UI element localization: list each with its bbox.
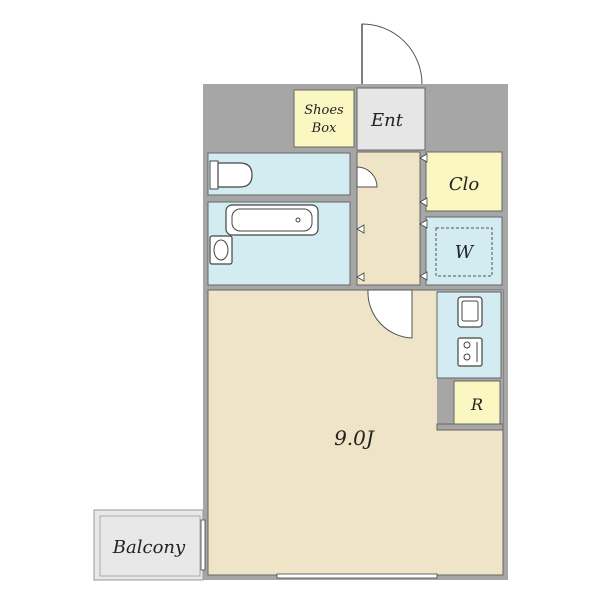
entrance: [356, 87, 426, 151]
sliding-door-marker: [356, 272, 365, 282]
sink-basin: [461, 300, 479, 322]
bathtub-icon: [225, 204, 319, 236]
sliding-door-marker: [419, 197, 428, 207]
entrance-door-swing: [361, 23, 423, 85]
refrigerator-label: R: [470, 395, 483, 414]
sliding-door-marker: [419, 271, 428, 281]
drain-icon: [295, 217, 301, 223]
toilet-door-swing: [356, 166, 378, 188]
shoes-box-label: Shoes: [304, 103, 344, 118]
balcony-label: Balcony: [112, 537, 186, 558]
living-area-label: 9.0J: [334, 426, 375, 450]
burner-icon: [463, 353, 471, 361]
closet: [425, 151, 503, 212]
closet-label: Clo: [449, 174, 480, 195]
refrigerator-space: [453, 380, 501, 425]
window: [276, 573, 438, 579]
entrance-label: Ent: [370, 110, 404, 131]
window: [200, 519, 206, 571]
toilet-tank-icon: [209, 160, 219, 190]
living-door-swing: [367, 289, 413, 339]
hallway: [356, 151, 421, 286]
sliding-door-marker: [419, 153, 428, 163]
washbasin-bowl: [213, 239, 229, 261]
washer-label: W: [455, 242, 475, 263]
shoes-box-label: Box: [311, 121, 337, 136]
shoes-box: [293, 89, 355, 148]
balcony-inner: [99, 515, 201, 577]
burner-icon: [463, 341, 471, 349]
washer-pan: [435, 227, 493, 277]
stove-icon: [457, 337, 483, 367]
toilet-bowl-icon: [217, 162, 253, 188]
kitchen-partition-ledge: [436, 423, 504, 431]
sliding-door-marker: [356, 224, 365, 234]
sink-icon: [457, 296, 483, 328]
bathtub-inner: [231, 208, 313, 232]
sliding-door-marker: [419, 219, 428, 229]
